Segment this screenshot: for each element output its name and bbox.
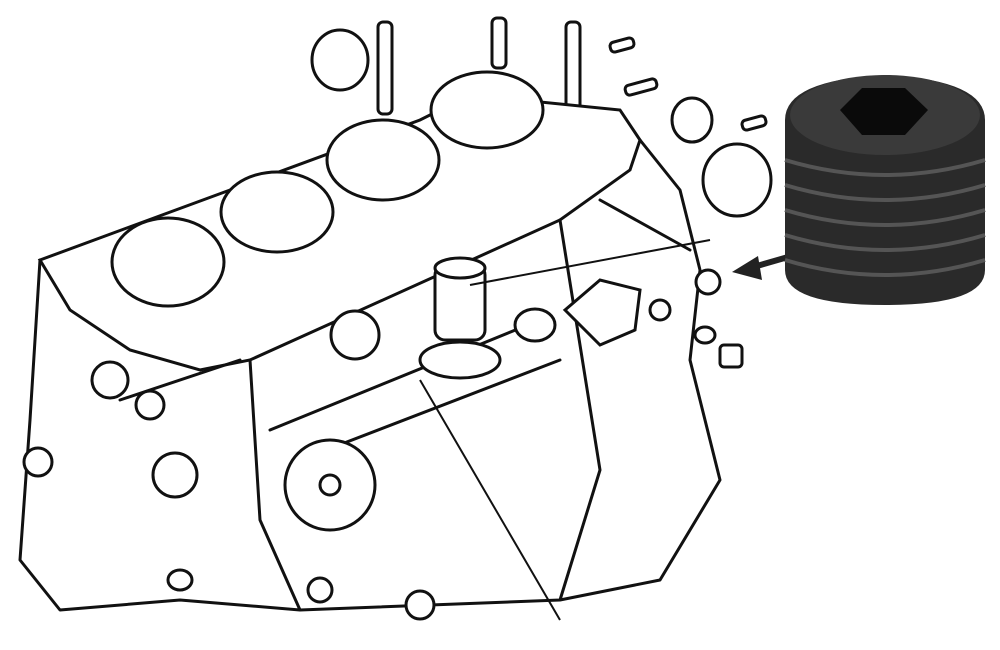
distributor-drive [418,256,561,621]
head-studs [376,16,582,116]
loose-parts [166,28,773,592]
hex-socket [840,88,928,135]
cylinder-bores [110,70,545,308]
ports-and-holes [22,298,672,621]
pipe-plug-photo [784,75,986,305]
